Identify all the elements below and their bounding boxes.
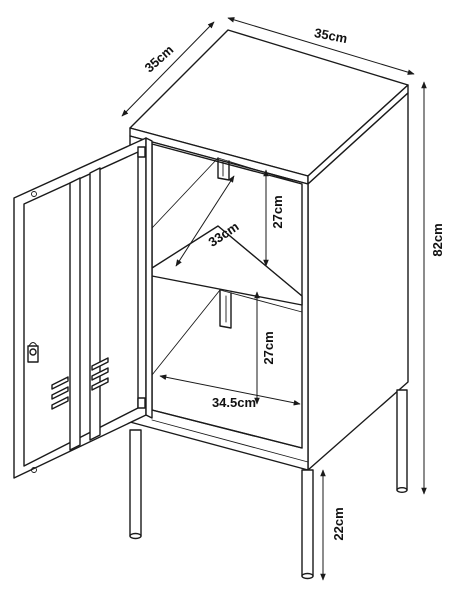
cabinet-body — [129, 29, 409, 471]
hinge-top-icon — [137, 146, 146, 158]
label-top-width: 35cm — [313, 25, 349, 46]
lock-icon — [27, 342, 39, 363]
label-leg-height: 22cm — [331, 507, 346, 540]
leg-front-right — [301, 469, 314, 577]
label-top-depth: 35cm — [142, 42, 177, 75]
label-total-height: 82cm — [430, 223, 445, 256]
leg-front-left — [129, 429, 142, 537]
door-rib-left — [69, 177, 81, 451]
hinge-bottom-icon — [137, 397, 146, 409]
label-lower-compartment-height: 27cm — [261, 331, 276, 364]
dimension-lines — [121, 17, 427, 581]
label-upper-compartment-height: 27cm — [270, 195, 285, 228]
label-inner-width: 34.5cm — [212, 395, 256, 410]
cabinet-legs — [129, 389, 408, 580]
door-rib-right — [89, 167, 101, 441]
door-edge — [145, 137, 153, 419]
leg-back-right — [396, 389, 408, 491]
cabinet-door — [13, 137, 153, 479]
vent-slots-icon — [51, 357, 109, 410]
